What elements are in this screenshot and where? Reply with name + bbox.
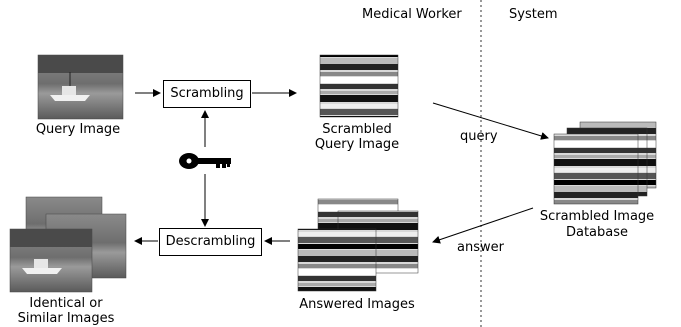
descrambling-box: Descrambling <box>159 228 262 256</box>
section-label-medical-worker: Medical Worker <box>362 7 462 22</box>
query-image <box>37 54 124 120</box>
similar-images-label-line1: Identical or <box>29 296 103 311</box>
answered-images-label: Answered Images <box>299 297 415 312</box>
scrambled-query-label-line2: Query Image <box>314 137 400 152</box>
edge-label-answer: answer <box>457 240 504 255</box>
database-label-line1: Scrambled Image <box>539 209 655 224</box>
scrambling-box: Scrambling <box>163 80 251 108</box>
similar-images <box>9 196 127 293</box>
arrow-query-to-database <box>432 102 549 140</box>
similar-images-label-line2: Similar Images <box>17 311 115 326</box>
scrambled-query-image <box>319 54 399 118</box>
section-label-system: System <box>509 7 558 22</box>
scrambled-database <box>553 121 657 205</box>
arrow-database-to-answer <box>432 207 534 244</box>
edge-label-query: query <box>460 129 498 144</box>
answered-images <box>297 198 419 292</box>
database-label-line2: Database <box>565 225 629 240</box>
query-image-label: Query Image <box>35 122 121 137</box>
key-icon <box>179 153 231 169</box>
scrambled-query-label-line1: Scrambled <box>322 122 392 137</box>
